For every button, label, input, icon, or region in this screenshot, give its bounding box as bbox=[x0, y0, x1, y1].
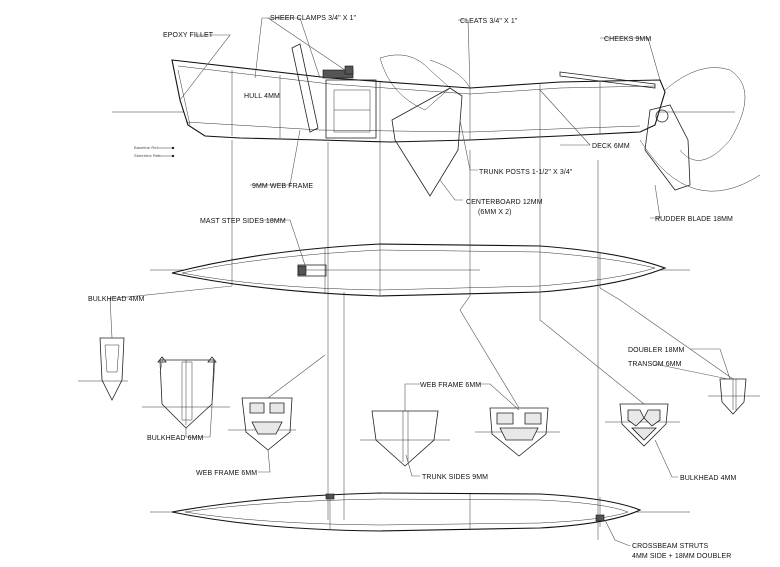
hull-bottom-outline bbox=[171, 492, 642, 532]
legend-ref-2: Sheerline Ref. bbox=[134, 153, 161, 158]
callout-labels: EPOXY FILLET SHEER CLAMPS 3/4" X 1" CLEA… bbox=[88, 15, 737, 560]
leader-lines bbox=[109, 17, 734, 547]
deck-plan-view bbox=[150, 243, 690, 297]
cross-sections bbox=[78, 337, 760, 467]
label-centerboard-line2: (6MM X 2) bbox=[478, 209, 512, 216]
side-profile-view: Baseline Ref. Sheerline Ref. bbox=[112, 43, 761, 197]
label-9mm-web-frame: 9MM WEB FRAME bbox=[252, 183, 313, 190]
label-cleats: CLEATS 3/4" X 1" bbox=[460, 18, 518, 25]
label-bulkhead-4mm-right: BULKHEAD 4MM bbox=[680, 475, 737, 482]
label-trunk-sides: TRUNK SIDES 9MM bbox=[422, 474, 488, 481]
label-bulkhead-6mm: BULKHEAD 6MM bbox=[147, 435, 204, 442]
section-trunk-sides bbox=[360, 410, 450, 467]
label-trunk-posts: TRUNK POSTS 1-1/2" X 3/4" bbox=[479, 169, 573, 176]
label-crossbeam-line1: CROSSBEAM STRUTS bbox=[632, 543, 709, 550]
section-bulkhead-6mm bbox=[142, 356, 230, 429]
label-centerboard-line1: CENTERBOARD 12MM bbox=[466, 199, 543, 206]
label-hull: HULL 4MM bbox=[244, 93, 280, 100]
label-epoxy-fillet: EPOXY FILLET bbox=[163, 32, 214, 39]
label-doubler: DOUBLER 18MM bbox=[628, 347, 685, 354]
label-mast-step-sides: MAST STEP SIDES 18MM bbox=[200, 218, 286, 225]
label-bulkhead-4mm-left: BULKHEAD 4MM bbox=[88, 296, 145, 303]
legend-ref-1: Baseline Ref. bbox=[134, 145, 159, 150]
section-bulkhead-4mm-left bbox=[78, 337, 128, 401]
section-bulkhead-4mm-right bbox=[605, 403, 680, 447]
label-deck: DECK 6MM bbox=[592, 143, 630, 150]
hull-side-outline bbox=[171, 59, 666, 143]
centerboard-shape bbox=[391, 87, 463, 197]
rudder-blade-shape bbox=[644, 104, 691, 191]
label-web-frame-6mm-left: WEB FRAME 6MM bbox=[196, 470, 257, 477]
projection-lines bbox=[231, 138, 599, 540]
bottom-plan-view bbox=[150, 492, 690, 532]
label-cheeks: CHEEKS 9MM bbox=[604, 36, 651, 43]
label-rudder-blade: RUDDER BLADE 18MM bbox=[655, 216, 733, 223]
label-crossbeam-line2: 4MM SIDE + 18MM DOUBLER bbox=[632, 553, 731, 560]
section-transom bbox=[708, 378, 760, 415]
section-web-frame-6mm-center bbox=[475, 407, 560, 457]
label-sheer-clamps: SHEER CLAMPS 3/4" X 1" bbox=[270, 15, 357, 22]
label-transom: TRANSOM 6MM bbox=[628, 361, 682, 368]
label-web-frame-6mm-center: WEB FRAME 6MM bbox=[420, 382, 481, 389]
section-web-frame-6mm-left bbox=[228, 397, 296, 451]
